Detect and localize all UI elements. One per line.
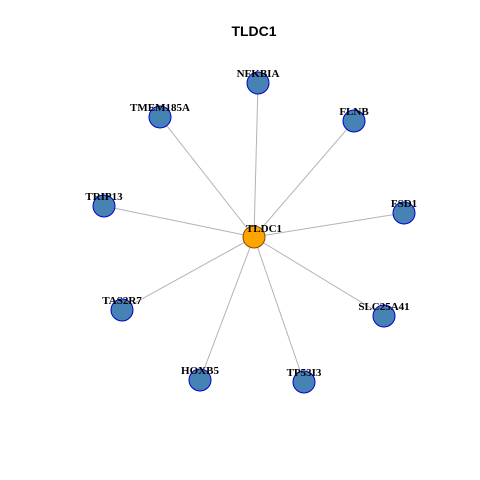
graph-title: TLDC1: [231, 23, 276, 39]
node-label-flnb: FLNB: [339, 106, 369, 118]
node-tp53i3[interactable]: [292, 370, 316, 394]
edge-tldc1-hoxb5: [199, 236, 255, 381]
node-nfkbia[interactable]: [246, 71, 270, 95]
edge-tldc1-slc25a41: [253, 236, 385, 317]
node-flnb[interactable]: [342, 109, 366, 133]
node-label-tldc1: TLDC1: [246, 223, 282, 235]
node-fsd1[interactable]: [392, 201, 416, 225]
node-layer: [92, 71, 416, 394]
edge-layer: [103, 82, 405, 383]
node-label-hoxb5: HOXB5: [181, 365, 219, 377]
node-slc25a41[interactable]: [372, 304, 396, 328]
node-tmem185a[interactable]: [148, 105, 172, 129]
node-label-tas2r7: TAS2R7: [102, 295, 142, 307]
node-label-nfkbia: NFKBIA: [237, 68, 280, 80]
edge-tldc1-nfkbia: [253, 82, 259, 238]
edge-tldc1-trip13: [103, 205, 255, 238]
node-trip13[interactable]: [92, 194, 116, 218]
edge-tldc1-tas2r7: [121, 236, 255, 311]
node-label-tp53i3: TP53I3: [287, 367, 322, 379]
node-hoxb5[interactable]: [188, 368, 212, 392]
node-label-slc25a41: SLC25A41: [358, 301, 409, 313]
edge-tldc1-tmem185a: [159, 116, 255, 238]
node-label-trip13: TRIP13: [85, 191, 123, 203]
node-tas2r7[interactable]: [110, 298, 134, 322]
edge-tldc1-flnb: [253, 120, 355, 238]
node-label-tmem185a: TMEM185A: [130, 102, 190, 114]
edge-tldc1-fsd1: [253, 212, 405, 238]
edge-tldc1-tp53i3: [253, 236, 305, 383]
node-tldc1[interactable]: [242, 225, 266, 249]
node-label-fsd1: FSD1: [391, 198, 417, 210]
